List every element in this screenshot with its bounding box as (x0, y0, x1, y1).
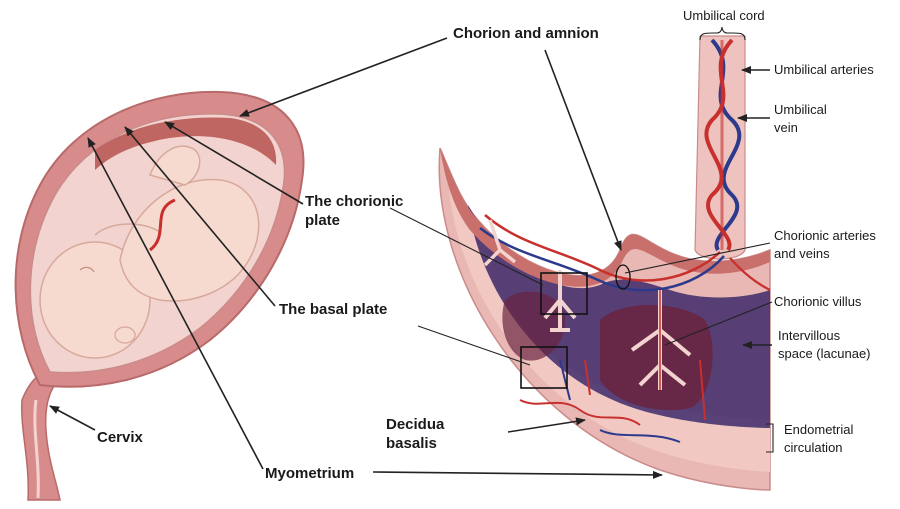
placenta-cross-section (439, 36, 770, 490)
label-decidua-2: basalis (386, 435, 437, 452)
arrow-chorion-right (545, 50, 621, 250)
label-chorion-amnion: Chorion and amnion (453, 25, 599, 42)
label-basal-plate: The basal plate (279, 301, 387, 318)
label-endometrial-2: circulation (784, 440, 843, 455)
label-umbilical-arteries: Umbilical arteries (774, 62, 874, 77)
label-decidua-1: Decidua (386, 416, 445, 433)
label-myometrium: Myometrium (265, 465, 354, 482)
label-chorionic-plate-2: plate (305, 212, 340, 229)
label-chorionic-villus: Chorionic villus (774, 294, 862, 309)
arrow-myometrium-right (373, 472, 662, 475)
label-umbilical-vein-1: Umbilical (774, 102, 827, 117)
label-endometrial-1: Endometrial (784, 422, 853, 437)
label-umbilical-cord: Umbilical cord (683, 8, 765, 23)
arrow-chorion-left (240, 38, 447, 116)
arrow-cervix (50, 406, 95, 430)
label-intervillous-1: Intervillous (778, 328, 841, 343)
label-chorionic-plate-1: The chorionic (305, 193, 403, 210)
label-chorionic-av-1: Chorionic arteries (774, 228, 876, 243)
cervix-shape (22, 368, 62, 500)
label-umbilical-vein-2: vein (774, 120, 798, 135)
uterus-illustration (16, 92, 304, 500)
label-cervix: Cervix (97, 429, 144, 446)
label-intervillous-2: space (lacunae) (778, 346, 871, 361)
arrow-decidua (508, 420, 585, 432)
label-chorionic-av-2: and veins (774, 246, 830, 261)
